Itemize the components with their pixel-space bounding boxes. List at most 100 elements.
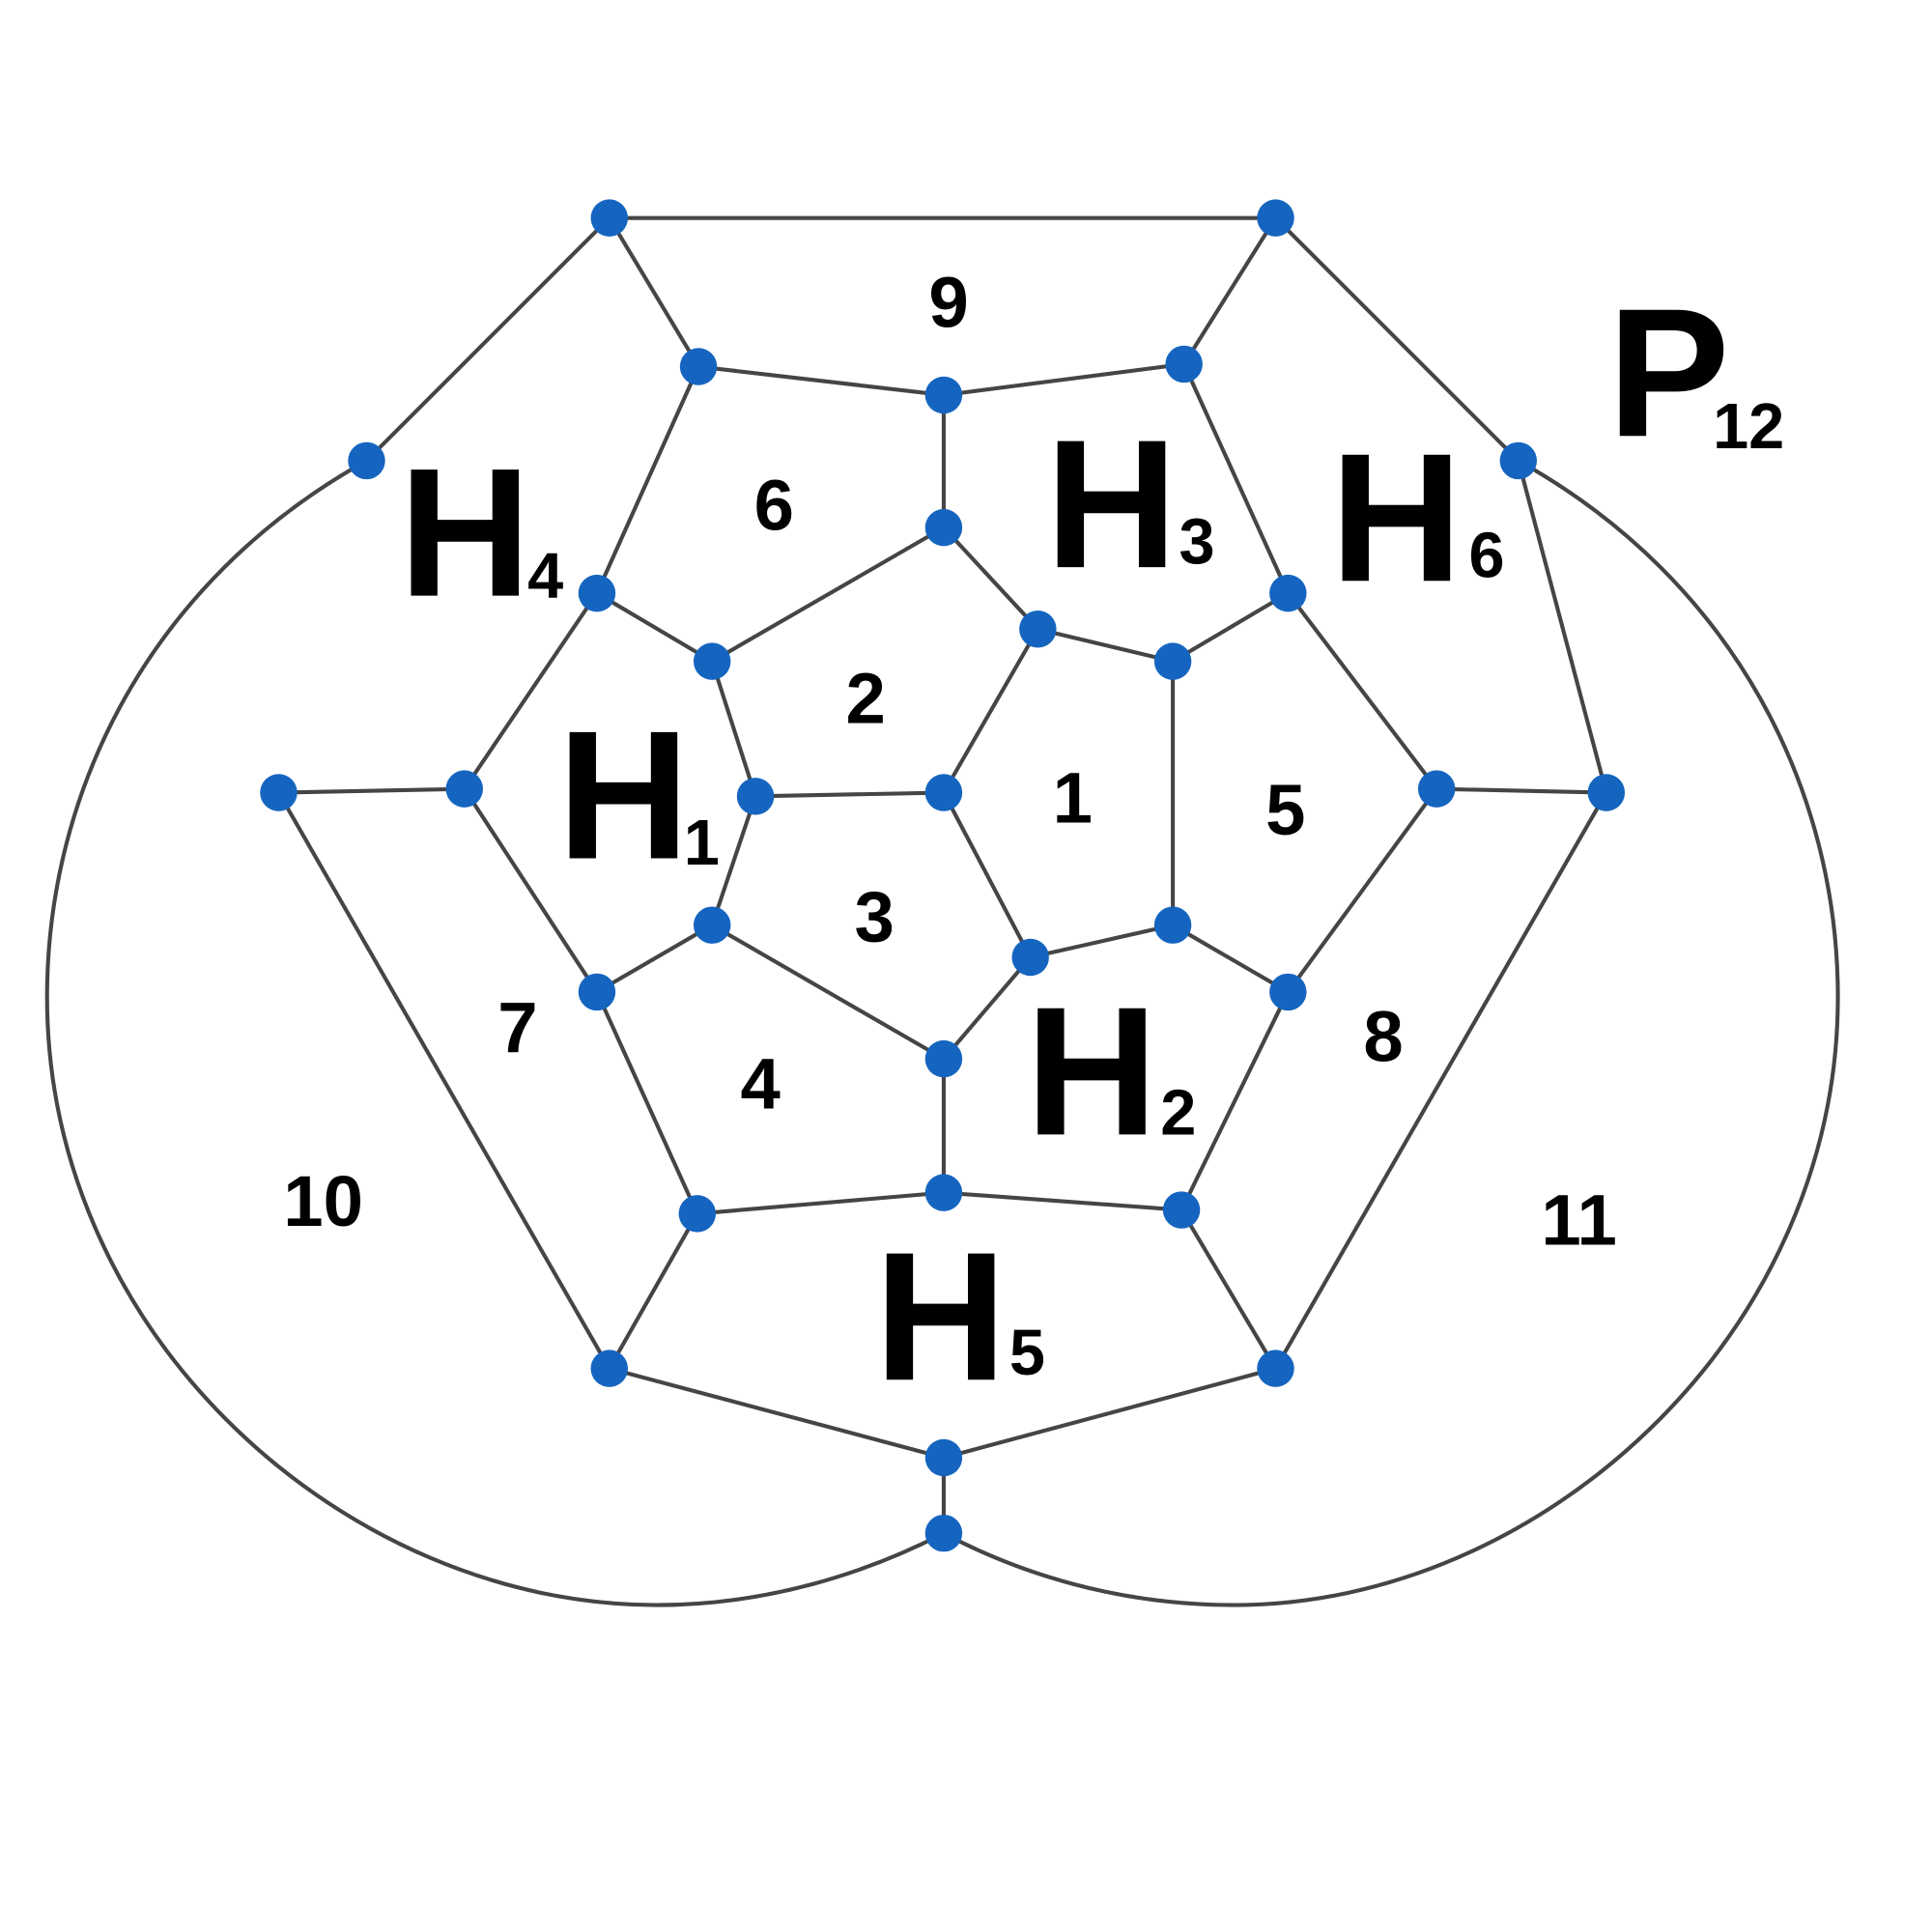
face-label-4: 4 — [740, 1043, 780, 1123]
vertex — [924, 376, 963, 414]
vertex — [693, 906, 731, 944]
vertex — [1269, 973, 1307, 1011]
edge — [609, 1366, 945, 1460]
edge — [1273, 791, 1608, 1370]
vertex — [1257, 199, 1294, 237]
edge — [1179, 1208, 1278, 1370]
face-label-1: 1 — [1053, 757, 1093, 838]
vertex — [590, 199, 628, 237]
vertex — [1011, 938, 1049, 977]
edge — [942, 526, 1039, 631]
edge — [463, 591, 599, 790]
left-outer-arc — [44, 459, 945, 1607]
nodes — [260, 199, 1626, 1552]
edge — [710, 795, 757, 926]
face-label-11: 11 — [1541, 1179, 1617, 1260]
svg-text:H: H — [1045, 402, 1178, 607]
vertex — [1019, 611, 1057, 648]
edge — [696, 1190, 945, 1216]
vertex — [1587, 774, 1626, 811]
vertex — [578, 574, 616, 612]
edge — [710, 660, 758, 797]
edge — [595, 923, 714, 994]
svg-text:P: P — [1607, 270, 1730, 475]
edge — [943, 1366, 1277, 1460]
vertex — [678, 1195, 717, 1233]
edge — [942, 628, 1040, 794]
edge — [595, 591, 714, 664]
edge — [1274, 216, 1520, 463]
svg-text:6: 6 — [1469, 520, 1505, 591]
vertex — [924, 774, 963, 811]
edge — [1516, 460, 1608, 794]
edge — [463, 787, 599, 994]
face-label-6: 6 — [754, 466, 794, 546]
edge — [1286, 591, 1438, 790]
vertex — [1165, 345, 1203, 384]
edge — [365, 216, 611, 463]
edge — [1172, 591, 1290, 664]
edge — [595, 365, 700, 594]
edge — [278, 786, 465, 795]
vertex — [693, 642, 731, 680]
edge — [1286, 787, 1438, 994]
hexagon-label-h1: H1 — [557, 693, 720, 897]
vertex — [736, 778, 775, 815]
svg-text:H: H — [557, 693, 690, 897]
vertex — [445, 770, 483, 808]
hexagon-label-h4: H4 — [399, 431, 563, 636]
face-label-10: 10 — [283, 1161, 363, 1241]
vertex — [1162, 1191, 1201, 1229]
edge — [755, 790, 944, 799]
face-label-7: 7 — [497, 988, 537, 1068]
svg-text:4: 4 — [527, 541, 563, 612]
edge — [1436, 786, 1606, 795]
vertex — [924, 1514, 963, 1552]
edge — [1181, 363, 1291, 594]
vertex — [590, 1350, 628, 1387]
vertex — [1269, 574, 1307, 612]
vertex — [924, 1174, 963, 1211]
vertex — [924, 1438, 963, 1477]
vertex — [924, 508, 963, 547]
svg-text:H: H — [1330, 415, 1463, 620]
edges — [276, 215, 1608, 1534]
edge — [943, 1190, 1182, 1212]
vertex — [924, 1039, 963, 1078]
svg-text:5: 5 — [1009, 1318, 1045, 1389]
vertex — [1153, 906, 1192, 944]
edge — [1037, 627, 1174, 664]
vertex — [260, 774, 298, 811]
svg-text:H: H — [399, 431, 531, 636]
face-label-8: 8 — [1363, 997, 1403, 1077]
face-label-9: 9 — [928, 262, 968, 342]
vertex — [1417, 770, 1456, 808]
edge — [1030, 923, 1174, 960]
vertex — [1499, 441, 1538, 480]
edge — [942, 955, 1033, 1061]
edge — [1179, 991, 1291, 1211]
edge — [1172, 923, 1290, 994]
edge — [942, 791, 1033, 958]
edge — [608, 216, 700, 368]
svg-text:1: 1 — [684, 808, 720, 879]
edge — [595, 991, 699, 1215]
svg-text:H: H — [1026, 969, 1158, 1174]
edge — [711, 923, 945, 1061]
vertex — [679, 348, 718, 385]
svg-text:12: 12 — [1713, 391, 1784, 463]
svg-text:3: 3 — [1179, 506, 1215, 578]
edge — [697, 364, 945, 398]
pentagon-label-p12: P12 — [1607, 270, 1784, 475]
face-label-3: 3 — [854, 876, 894, 956]
edge — [607, 1212, 699, 1370]
face-label-5: 5 — [1265, 770, 1305, 850]
svg-text:H: H — [874, 1214, 1007, 1419]
svg-text:2: 2 — [1160, 1077, 1196, 1149]
